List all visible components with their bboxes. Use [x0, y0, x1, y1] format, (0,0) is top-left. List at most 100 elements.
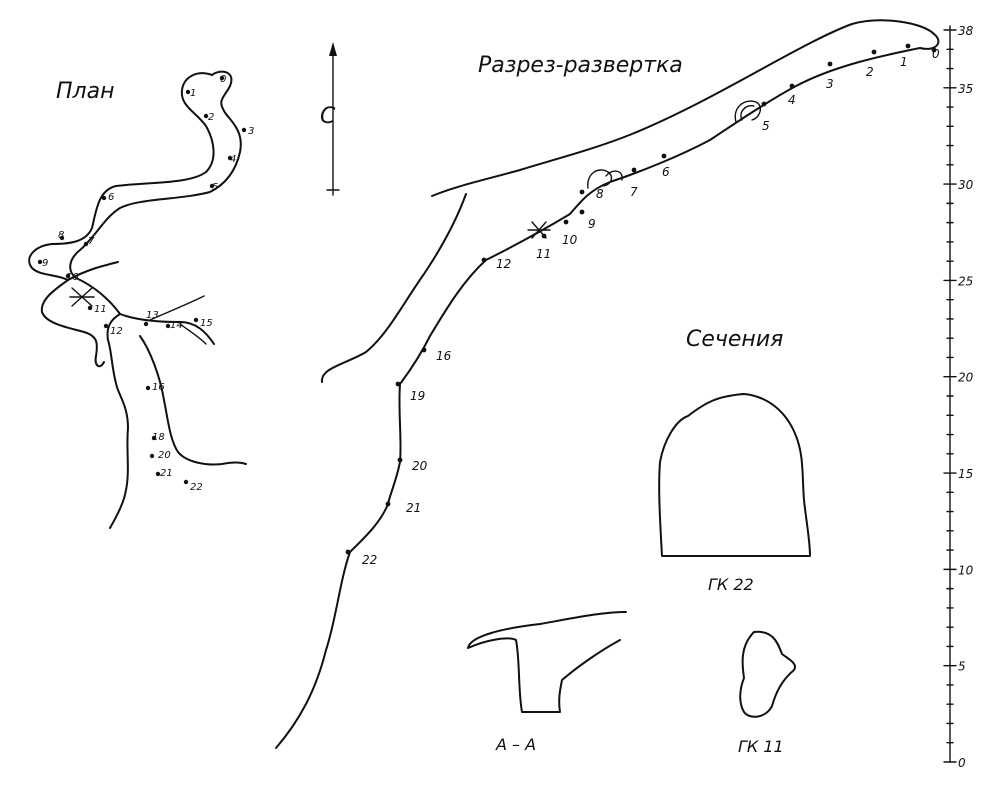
profile-station-label: 11 [536, 247, 551, 261]
plan-station-label: 21 [160, 468, 173, 479]
plan-station-dot [193, 317, 199, 323]
profile-station-label: 1 [900, 55, 908, 69]
plan-station-dot [183, 479, 189, 485]
plan-station-label: 2 [208, 112, 214, 123]
plan-station-dot [209, 183, 215, 189]
plan-station-label: 16 [152, 382, 165, 393]
section-gk22-shape [658, 393, 811, 557]
plan-station-dot [227, 155, 233, 161]
plan-station-dot [149, 453, 155, 459]
plan-squeeze-marker-icon [69, 287, 95, 307]
profile-station-label: 3 [826, 77, 834, 91]
plan-station-dot [143, 321, 149, 327]
plan-station-label: 18 [152, 432, 165, 443]
section-gk22-label: ГК 22 [708, 575, 754, 594]
profile-station-label: 7 [630, 185, 638, 199]
section-aa-label: А – А [495, 735, 536, 754]
profile-station-label: 10 [562, 233, 578, 247]
plan-station-dot [87, 305, 93, 311]
profile-station-dot [579, 189, 585, 195]
profile-station-label: 12 [496, 257, 511, 271]
profile-station-label: 19 [410, 389, 425, 403]
scale-tick-label: 0 [958, 756, 966, 770]
plan-station-label: 12 [110, 326, 123, 337]
profile-station-label: 6 [662, 165, 670, 179]
plan-station-dot [37, 259, 43, 265]
plan-station-dot [241, 127, 247, 133]
profile-station-label: 8 [596, 187, 604, 201]
plan-station-label: 1 [190, 88, 196, 99]
profile-station-dot [631, 167, 637, 173]
profile-outline [275, 19, 940, 749]
north-arrow-icon [326, 42, 340, 196]
plan-station-dot [101, 195, 107, 201]
section-aa-shape [467, 611, 627, 713]
section-gk11-shape [739, 630, 796, 718]
plan-station-dot [185, 89, 191, 95]
scale-tick-label: 20 [958, 371, 974, 385]
north-label: С [320, 104, 336, 129]
plan-station-label: 14 [170, 320, 183, 331]
plan-station-label: 7 [88, 236, 95, 247]
plan-station-label: 22 [190, 482, 203, 493]
plan-title: План [56, 79, 114, 104]
profile-station-label: 20 [412, 459, 428, 473]
profile-station-dot [421, 347, 427, 353]
profile-station-label: 0 [932, 47, 940, 61]
profile-station-label: 16 [436, 349, 452, 363]
profile-station-dot [789, 83, 795, 89]
profile-station-dot [931, 47, 937, 53]
profile-station-dot [385, 501, 391, 507]
plan-station-label: 9 [42, 258, 48, 269]
plan-station-label: 10 [66, 272, 79, 283]
plan-station-label: 4 [230, 154, 236, 165]
profile-station-dot [905, 43, 911, 49]
profile-station-dot [397, 457, 403, 463]
plan-station-label: 3 [248, 126, 254, 137]
plan-station-dot [145, 385, 151, 391]
profile-station-label: 22 [362, 553, 377, 567]
profile-station-dot [761, 101, 767, 107]
profile-station-label: 2 [866, 65, 874, 79]
scale-tick-label: 30 [958, 178, 974, 192]
profile-station-dot [563, 219, 569, 225]
plan-station-dot [203, 113, 209, 119]
scale-tick-label: 25 [958, 274, 973, 288]
plan-station-dot [219, 75, 225, 81]
profile-station-label: 9 [588, 217, 596, 231]
plan-station-label: 13 [146, 310, 159, 321]
plan-station-label: 20 [158, 450, 171, 461]
plan-station-dot [65, 273, 71, 279]
profile-station-dot [661, 153, 667, 159]
profile-station-dot [481, 257, 487, 263]
profile-station-label: 4 [788, 93, 796, 107]
profile-station-label: 21 [406, 501, 421, 515]
plan-station-label: 11 [94, 304, 107, 315]
plan-outline [28, 70, 247, 529]
plan-station-label: 15 [200, 318, 213, 329]
profile-station-dot [827, 61, 833, 67]
plan-station-dot [103, 323, 109, 329]
plan-station-dot [83, 241, 89, 247]
plan-station-label: 6 [108, 192, 114, 203]
profile-station-dot [395, 381, 401, 387]
plan-station-label: 5 [212, 182, 218, 193]
profile-station-dot [541, 233, 547, 239]
scale-tick-label: 5 [958, 660, 966, 674]
plan-station-dot [165, 323, 171, 329]
profile-title: Разрез-развертка [478, 53, 683, 78]
scale-tick-label: 10 [958, 563, 974, 577]
profile-station-dot [871, 49, 877, 55]
profile-station-dot [345, 549, 351, 555]
scale-tick-label: 35 [958, 82, 973, 96]
plan-station-dot [151, 435, 157, 441]
scale-tick-label: 15 [958, 467, 973, 481]
profile-station-dot [579, 209, 585, 215]
sections-title: Сечения [686, 327, 783, 352]
plan-station-dot [155, 471, 161, 477]
